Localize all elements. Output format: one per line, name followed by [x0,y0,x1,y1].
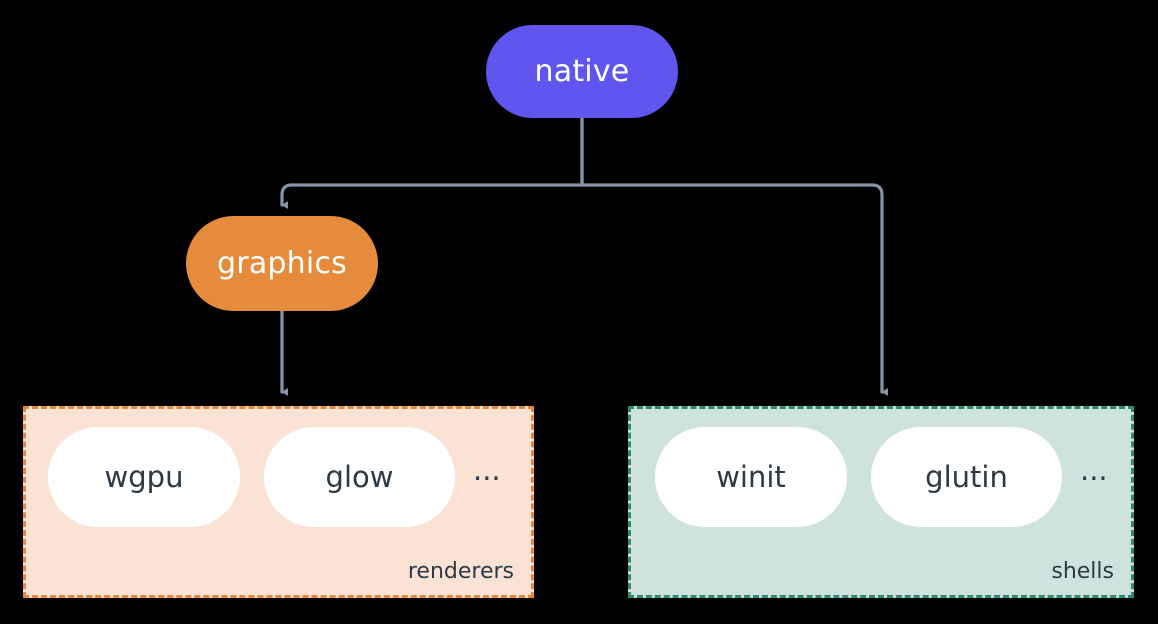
pill-glutin-label: glutin [925,460,1008,494]
edge-native-to-shells [580,116,889,396]
pill-glutin[interactable]: glutin [871,427,1062,527]
edge-native-to-graphics [280,116,584,209]
node-native-label: native [534,54,630,89]
shells-overflow-ellipsis: ... [1080,452,1108,487]
renderers-overflow-ellipsis: ... [473,452,501,487]
group-renderers: wgpu glow ... renderers [23,406,534,598]
pill-glow-label: glow [325,460,394,494]
group-renderers-items: wgpu glow ... [48,427,501,527]
pill-wgpu-label: wgpu [104,460,184,494]
pill-wgpu[interactable]: wgpu [48,427,240,527]
pill-winit[interactable]: winit [655,427,847,527]
node-graphics[interactable]: graphics [186,216,378,311]
group-shells-label: shells [1051,559,1114,584]
group-renderers-label: renderers [407,559,514,584]
pill-glow[interactable]: glow [264,427,455,527]
group-shells-items: winit glutin ... [655,427,1108,527]
node-native[interactable]: native [486,25,678,118]
pill-winit-label: winit [716,460,786,494]
node-graphics-label: graphics [217,246,347,281]
group-shells: winit glutin ... shells [628,406,1134,598]
